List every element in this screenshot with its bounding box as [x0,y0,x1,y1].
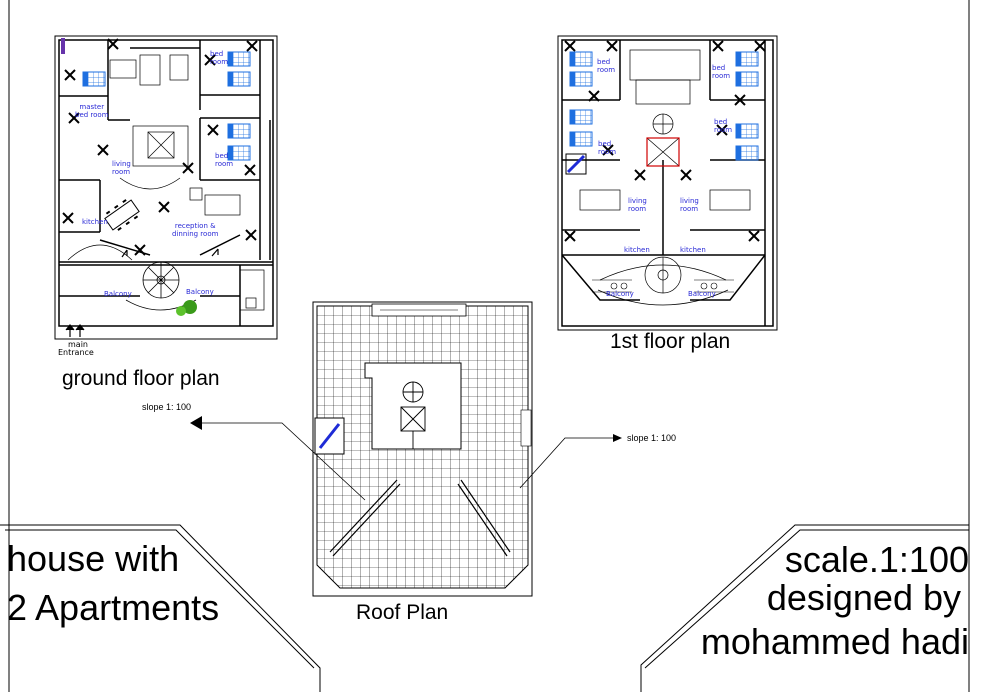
room-label-ff-living-2: living room [680,197,699,213]
room-label-kitchen: kitchen [82,218,108,226]
drawing-title-line2: 2 Apartments [7,587,220,628]
designed-by-label: designed by [766,577,961,618]
room-label-bed-1: bed room [210,50,229,66]
room-label-reception: reception & dinning room [172,222,219,238]
room-label-master-bed: master bed room [75,103,109,119]
slope-label-right: slope 1: 100 [627,433,677,443]
ground-floor-title: ground floor plan [62,367,220,390]
ground-floor-plan [54,35,278,340]
entrance-main-label: main [68,340,88,349]
room-label-balcony-right: Balcony [186,288,214,296]
room-label-ff-balcony-1: Balcony [606,290,634,298]
room-label-ff-bed-4: bed room [714,118,733,134]
drawing-title-line1: house with [7,538,180,579]
designer-name: mohammed hadi [700,621,969,662]
scale-label: scale.1:100 [784,539,969,580]
room-label-ff-balcony-2: Balcony [688,290,716,298]
first-floor-plan [557,35,778,331]
entrance-label: Entrance [58,348,94,357]
room-label-ff-kitchen-1: kitchen [624,246,650,254]
room-label-bed-2: bed room [215,152,234,168]
roof-plan [190,301,622,597]
room-label-ff-living-1: living room [628,197,647,213]
room-label-ff-kitchen-2: kitchen [680,246,706,254]
room-label-living: living room [112,160,131,176]
first-floor-title: 1st floor plan [610,330,731,353]
room-label-ff-bed-2: bed room [712,64,731,80]
room-label-balcony-left: Balcony [104,290,132,298]
slope-label-left: slope 1: 100 [142,402,192,412]
roof-plan-title: Roof Plan [356,601,449,624]
room-label-ff-bed-3: bed room [598,140,617,156]
room-label-ff-bed-1: bed room [597,58,616,74]
